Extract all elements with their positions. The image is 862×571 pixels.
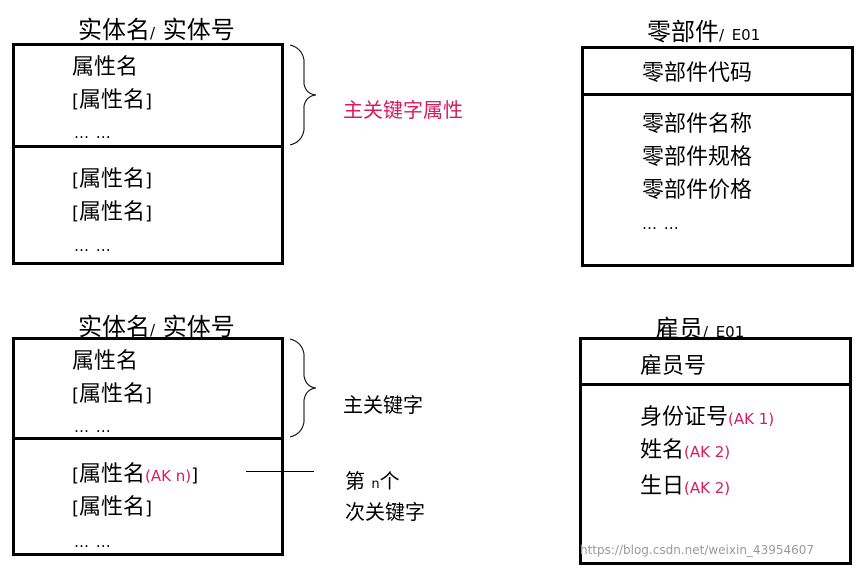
employee-attr-name: 姓名(AK 2): [640, 438, 731, 463]
ak-marker: (AK 2): [684, 479, 731, 497]
generic-bottom-attr-2: [属性名]: [72, 495, 153, 520]
parts-attr-price: 零部件价格: [642, 178, 753, 203]
nth-alternate-key-label-line2: 次关键字: [345, 500, 425, 524]
primary-key-label: 主关键字: [343, 393, 423, 417]
generic-top-attr-ellipsis: … …: [74, 237, 112, 255]
parts-entity-title: 零部件/ E01: [647, 12, 760, 47]
entity-number: 实体号: [162, 16, 235, 44]
generic-bottom-key-attr-1: 属性名: [72, 349, 139, 374]
title-slash: /: [719, 26, 725, 44]
employee-attr-birthday: 生日(AK 2): [640, 474, 731, 499]
parts-key-attr: 零部件代码: [642, 61, 753, 86]
generic-bottom-key-brace: [289, 338, 317, 438]
generic-bottom-attr-ak: [属性名(AK n)]: [72, 462, 199, 487]
ak-marker: (AK n): [145, 467, 192, 485]
ak-marker: (AK 2): [684, 443, 731, 461]
title-slash: /: [150, 24, 156, 42]
entity-code: E01: [731, 26, 761, 44]
generic-top-key-brace: [289, 44, 317, 146]
employee-key-attr: 雇员号: [640, 354, 707, 379]
generic-top-attr-2: [属性名]: [72, 200, 153, 225]
employee-entity-box: [579, 337, 852, 565]
generic-top-entity-title: 实体名/ 实体号: [78, 10, 235, 45]
entity-name: 实体名: [78, 313, 150, 341]
generic-bottom-entity-box: [12, 337, 284, 556]
parts-attr-spec: 零部件规格: [642, 145, 753, 170]
parts-attr-ellipsis: … …: [642, 215, 680, 233]
employee-attr-id-number: 身份证号(AK 1): [640, 405, 775, 430]
parts-key-divider: [581, 93, 854, 96]
source-watermark: https://blog.csdn.net/weixin_43954607: [580, 543, 815, 557]
generic-top-key-attr-1: 属性名: [72, 55, 139, 80]
generic-top-entity-box: [12, 43, 284, 265]
nth-alternate-key-label-line1: 第 n个: [345, 469, 400, 493]
generic-top-attr-1: [属性名]: [72, 167, 153, 192]
generic-top-key-attr-2: [属性名]: [72, 88, 153, 113]
parts-entity-box: [581, 46, 854, 267]
generic-bottom-key-ellipsis: … …: [74, 418, 112, 436]
entity-code: E01: [715, 323, 745, 341]
generic-bottom-attr-ellipsis: … …: [74, 533, 112, 551]
generic-bottom-entity-title: 实体名/ 实体号: [78, 307, 235, 342]
entity-name: 实体名: [78, 16, 150, 44]
title-slash: /: [150, 321, 156, 339]
employee-key-divider: [579, 383, 852, 386]
primary-key-attributes-label: 主关键字属性: [343, 98, 463, 122]
generic-bottom-key-divider: [12, 437, 284, 440]
generic-top-key-ellipsis: … …: [74, 124, 112, 142]
parts-attr-name: 零部件名称: [642, 112, 753, 137]
ak-marker: (AK 1): [728, 410, 775, 428]
alternate-key-pointer-line: [246, 471, 314, 472]
generic-top-key-divider: [12, 145, 284, 148]
title-slash: /: [703, 323, 709, 341]
entity-name: 零部件: [647, 18, 719, 46]
entity-number: 实体号: [162, 313, 235, 341]
generic-bottom-key-attr-2: [属性名]: [72, 382, 153, 407]
